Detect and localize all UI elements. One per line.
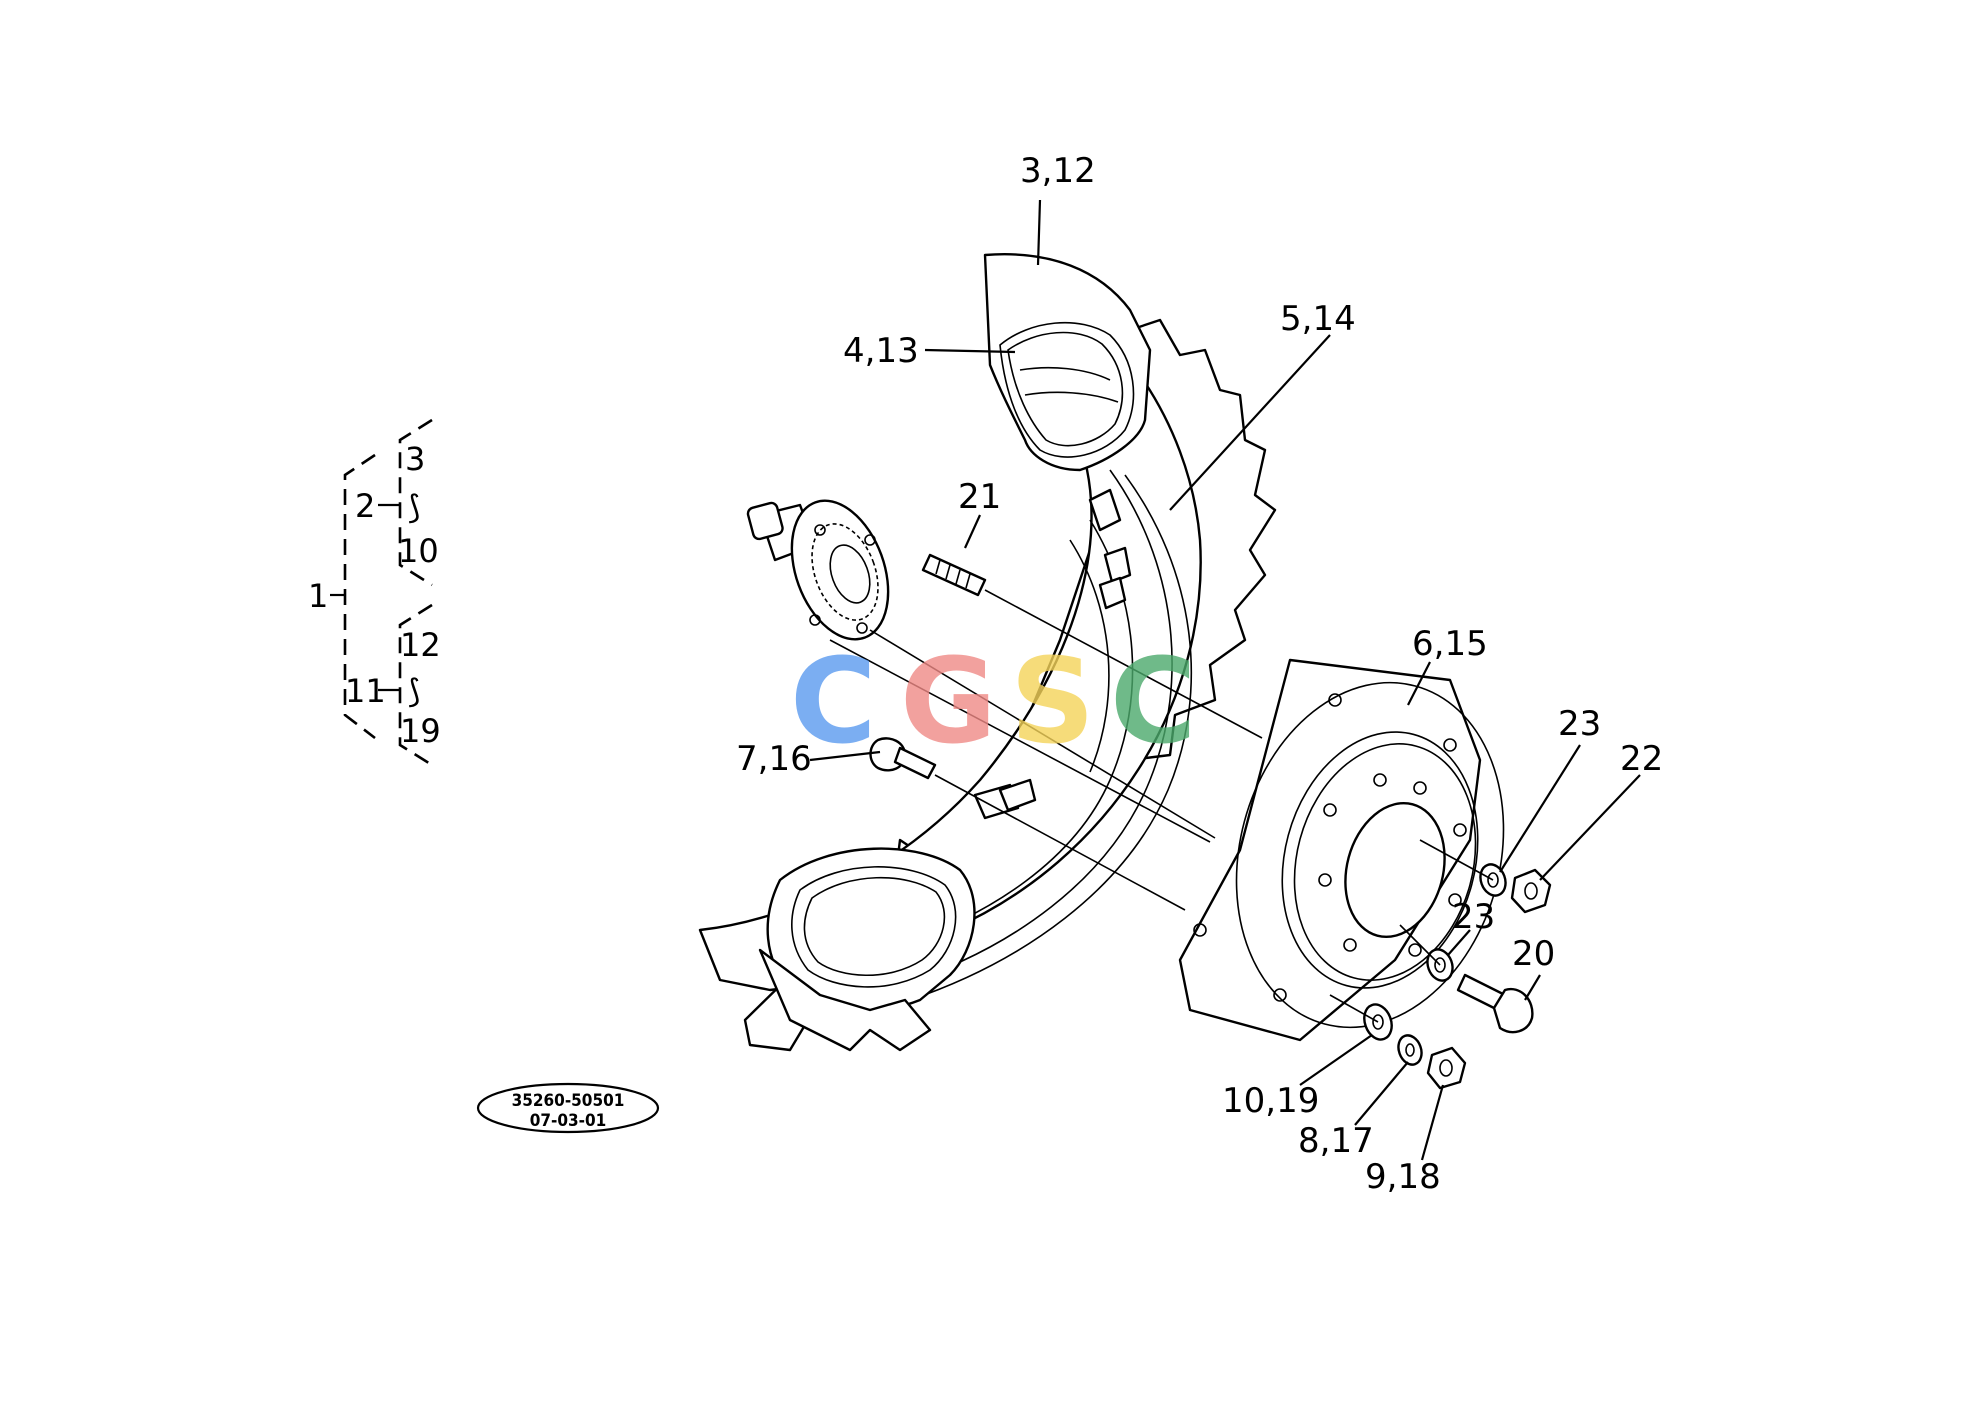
callout-22: 22 (1620, 739, 1663, 779)
axle-hub (746, 499, 890, 641)
watermark-letter-4: C (1110, 632, 1197, 770)
wheel-disc (1178, 658, 1505, 1042)
callout-20: 20 (1512, 934, 1555, 974)
watermark-letter-1: C (790, 632, 877, 770)
nut-9-18 (1426, 1046, 1467, 1090)
callout-4-13: 4,13 (843, 331, 919, 371)
callout-7-16: 7,16 (736, 739, 812, 779)
callout-10-19: 10,19 (1222, 1081, 1319, 1121)
callout-23-upper: 23 (1558, 704, 1601, 744)
assembly-lines (829, 589, 1494, 1023)
bolt-20 (1456, 973, 1534, 1034)
watermark-letter-2: G (900, 632, 997, 770)
callout-3-12: 3,12 (1020, 151, 1096, 191)
bracket-group-b-from: 12 (400, 626, 441, 664)
spring-washer-8-17 (1397, 1034, 1423, 1066)
bracket-group-a-to: 10 (398, 532, 439, 570)
wheel-stud (921, 553, 987, 597)
callout-23-lower: 23 (1452, 897, 1495, 937)
callout-21: 21 (958, 477, 1001, 517)
diagram-code-line2: 07-03-01 (530, 1111, 607, 1131)
diagram-code-line1: 35260-50501 (512, 1091, 625, 1111)
bracket-root-label: 1 (308, 577, 328, 615)
assembly-bracket: 1 2 3 ⟆ 10 11 12 ⟆ 19 (308, 418, 441, 767)
tire (698, 253, 1277, 1052)
diagram-code-badge: 35260-50501 07-03-01 (476, 1082, 660, 1134)
bracket-group-b-sep: ⟆ (408, 672, 420, 710)
watermark: C G S C (790, 632, 1197, 770)
bracket-group-a-sep: ⟆ (408, 488, 420, 526)
nut-22 (1510, 868, 1552, 914)
bracket-group-b-to: 19 (400, 712, 441, 750)
bracket-group-a-label: 2 (355, 487, 375, 525)
leader-lines (809, 199, 1641, 1161)
callout-5-14: 5,14 (1280, 299, 1356, 339)
bracket-group-b-label: 11 (345, 672, 386, 710)
callout-6-15: 6,15 (1412, 624, 1488, 664)
bracket-group-a-from: 3 (405, 440, 425, 478)
callout-labels: 3,12 4,13 5,14 21 6,15 7,16 23 22 23 20 … (736, 151, 1663, 1197)
callout-9-18: 9,18 (1365, 1157, 1441, 1197)
watermark-letter-3: S (1010, 632, 1095, 770)
callout-8-17: 8,17 (1298, 1121, 1374, 1161)
